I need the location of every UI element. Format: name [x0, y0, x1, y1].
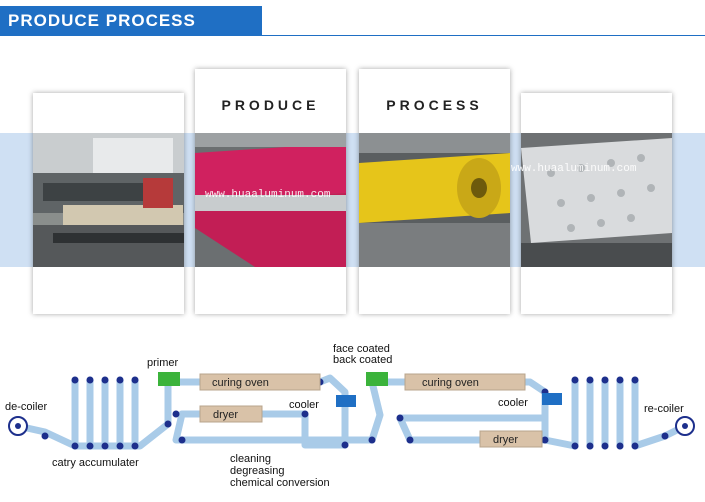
label-cooler-1: cooler — [289, 399, 319, 411]
label-accumulator: catry accumulater — [52, 457, 139, 469]
watermark-2: www.huaaluminum.com — [511, 163, 637, 175]
photo-card-3: PROCESS — [359, 69, 510, 314]
photo-card-4: www.huaaluminum.com — [511, 93, 672, 314]
photo-title-produce: PRODUCE — [221, 97, 320, 113]
label-degreasing: degreasing — [230, 465, 284, 477]
red-coil-photo — [195, 133, 346, 267]
photo-title-process: PROCESS — [386, 97, 483, 113]
section-header: PRODUCE PROCESS — [0, 0, 705, 36]
watermark-1: www.huaaluminum.com — [205, 189, 331, 201]
patterned-coil-photo — [521, 133, 672, 267]
photo-card-2: PRODUCE www.huaaluminum.com — [195, 69, 346, 314]
cooler-2-box — [542, 393, 562, 405]
label-back-coated: back coated — [333, 354, 392, 366]
factory-line-photo — [33, 133, 184, 267]
process-line-diagram: de-coiler catry accumulater primer curin… — [5, 343, 695, 489]
label-dryer-1: dryer — [213, 409, 238, 421]
curing-oven-1-box — [199, 373, 321, 391]
finish-coater — [366, 372, 388, 386]
label-cooler-2: cooler — [498, 397, 528, 409]
label-face-coated: face coated — [333, 343, 390, 355]
dryer-1-box — [199, 405, 263, 423]
label-curing-oven-1: curing oven — [212, 377, 269, 389]
section-title: PRODUCE PROCESS — [8, 11, 196, 30]
label-decoiler: de-coiler — [5, 401, 48, 413]
yellow-coil-photo — [359, 133, 510, 267]
curing-oven-2-box — [404, 373, 526, 391]
label-cleaning: cleaning — [230, 453, 271, 465]
primer-coater — [158, 372, 180, 386]
label-dryer-2: dryer — [493, 434, 518, 446]
header-rule — [262, 35, 705, 36]
label-curing-oven-2: curing oven — [422, 377, 479, 389]
section-header-tab: PRODUCE PROCESS — [0, 6, 262, 36]
label-chemical-conversion: chemical conversion — [230, 477, 330, 489]
label-recoiler: re-coiler — [644, 403, 684, 415]
photo-card-1 — [33, 93, 184, 314]
cooler-1-box — [336, 395, 356, 407]
dryer-2-box — [479, 430, 543, 448]
label-primer: primer — [147, 357, 179, 369]
